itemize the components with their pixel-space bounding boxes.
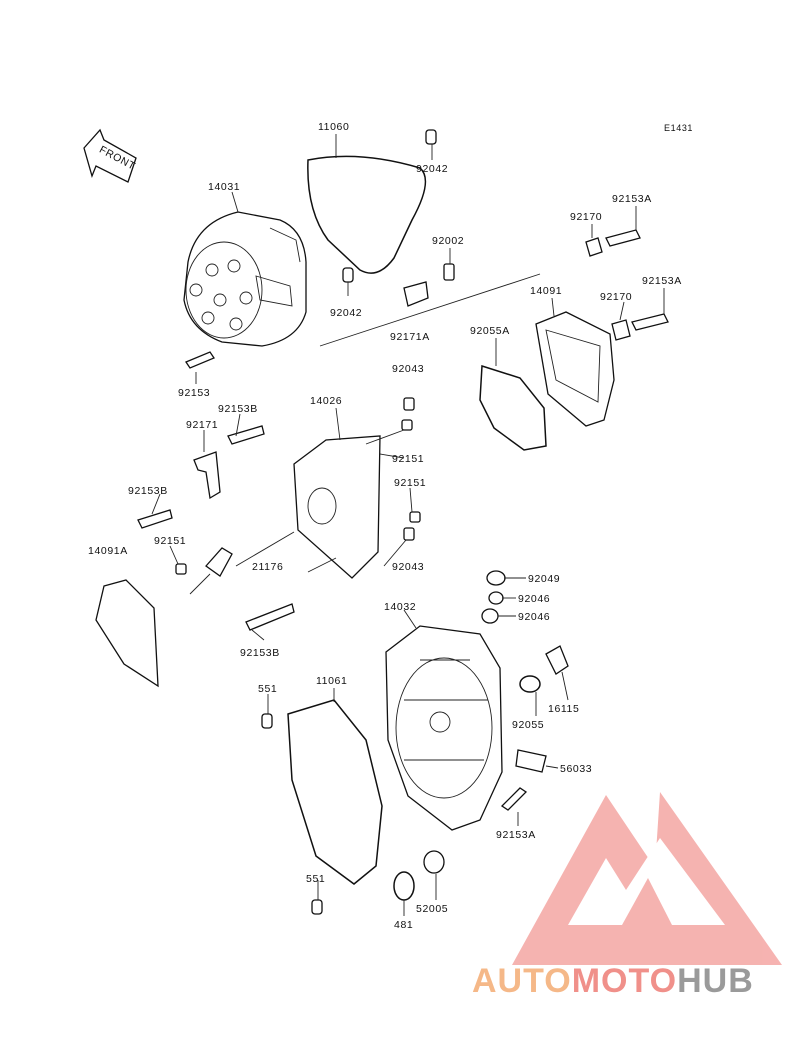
clamp-92171A xyxy=(403,281,429,307)
label-11060: 11060 xyxy=(318,121,349,133)
watermark-wordmark: AUTOMOTOHUB xyxy=(472,962,754,1001)
label-52005: 52005 xyxy=(416,903,448,915)
label-92049: 92049 xyxy=(528,573,560,585)
bolt-92151-mid xyxy=(409,511,421,523)
dowel-551-upper xyxy=(261,713,273,729)
bolt-92153A-lower xyxy=(631,313,669,331)
watermark-logo-notch xyxy=(622,878,672,925)
seal-92049 xyxy=(486,570,506,586)
clutch-cover-14032 xyxy=(385,625,503,831)
label-92153B-long: 92153B xyxy=(240,647,280,659)
label-14091A: 14091A xyxy=(88,545,128,557)
label-92170-upper: 92170 xyxy=(570,211,602,223)
label-14091: 14091 xyxy=(530,285,562,297)
bolt-92043-lower xyxy=(403,527,415,541)
label-14026: 14026 xyxy=(310,395,342,407)
label-14032: 14032 xyxy=(384,601,416,613)
bolt-92153B-long xyxy=(245,603,295,631)
label-92153A-upper: 92153A xyxy=(612,193,652,205)
bolt-92153A-lower-right xyxy=(500,787,528,811)
bolt-92153 xyxy=(185,351,215,369)
bolt-92151-upper xyxy=(401,419,413,431)
cover-14026 xyxy=(293,435,381,579)
dowel-92042-top xyxy=(425,129,437,145)
label-92055: 92055 xyxy=(512,719,544,731)
label-92153B-upper: 92153B xyxy=(218,403,258,415)
clamp-92170-upper xyxy=(585,237,603,257)
bolt-92153B-left xyxy=(137,509,173,529)
gasket-11060 xyxy=(307,155,427,274)
label-14031: 14031 xyxy=(208,181,240,193)
watermark-word-auto: AUTO xyxy=(472,962,572,1000)
clamp-92170-lower xyxy=(611,319,631,341)
label-92046-upper: 92046 xyxy=(518,593,550,605)
oring-92055 xyxy=(519,675,541,693)
plug-52005 xyxy=(423,850,445,874)
label-92042-lower: 92042 xyxy=(330,307,362,319)
label-92171A: 92171A xyxy=(390,331,430,343)
dowel-92042-lower xyxy=(342,267,354,283)
label-92153A-mid: 92153A xyxy=(642,275,682,287)
seal-92046-lower xyxy=(481,608,499,624)
bolt-92153A-upper xyxy=(605,229,641,247)
cover-14091A xyxy=(95,579,159,688)
label-92151-lower: 92151 xyxy=(154,535,186,547)
label-plate-56033 xyxy=(515,749,547,773)
diagram-code: E1431 xyxy=(664,123,693,133)
bolt-92043-upper xyxy=(403,397,415,411)
label-21176: 21176 xyxy=(252,561,283,573)
bolt-92151-lower xyxy=(175,563,187,575)
label-11061: 11061 xyxy=(316,675,347,687)
bolt-92002 xyxy=(443,263,455,281)
label-92170-lower: 92170 xyxy=(600,291,632,303)
dowel-551-lower xyxy=(311,899,323,915)
label-56033: 56033 xyxy=(560,763,592,775)
seal-92046-upper xyxy=(488,591,504,605)
label-92171: 92171 xyxy=(186,419,218,431)
label-92043-lower: 92043 xyxy=(392,561,424,573)
cap-16115 xyxy=(545,645,569,675)
leader-lines xyxy=(151,134,665,916)
sensor-21176 xyxy=(189,547,233,595)
label-92151-mid: 92151 xyxy=(394,477,426,489)
label-481: 481 xyxy=(394,919,413,931)
part-labels: 11060 92042 14031 92002 92042 92170 9215… xyxy=(88,121,682,931)
label-16115: 16115 xyxy=(548,703,579,715)
front-direction-arrow: FRONT xyxy=(83,128,137,183)
label-551-upper: 551 xyxy=(258,683,277,695)
bolt-92153B-upper xyxy=(227,425,265,445)
ring-481 xyxy=(393,871,415,901)
label-92153: 92153 xyxy=(178,387,210,399)
watermark-logo xyxy=(512,792,782,965)
label-92153A-lower: 92153A xyxy=(496,829,536,841)
label-92042-top: 92042 xyxy=(416,163,448,175)
label-92151-upper: 92151 xyxy=(392,453,424,465)
label-92002: 92002 xyxy=(432,235,464,247)
gasket-92055A xyxy=(479,364,547,451)
label-92043-upper: 92043 xyxy=(392,363,424,375)
gasket-11061 xyxy=(287,699,383,885)
label-92055A: 92055A xyxy=(470,325,510,337)
label-92046-lower: 92046 xyxy=(518,611,550,623)
generator-cover-14031 xyxy=(183,211,307,347)
cover-14091 xyxy=(535,311,615,427)
clamp-92171 xyxy=(193,451,221,500)
watermark-word-hub: HUB xyxy=(677,962,754,1000)
label-92153B-left: 92153B xyxy=(128,485,168,497)
watermark-word-moto: MOTO xyxy=(571,962,678,1000)
label-551-lower: 551 xyxy=(306,873,325,885)
